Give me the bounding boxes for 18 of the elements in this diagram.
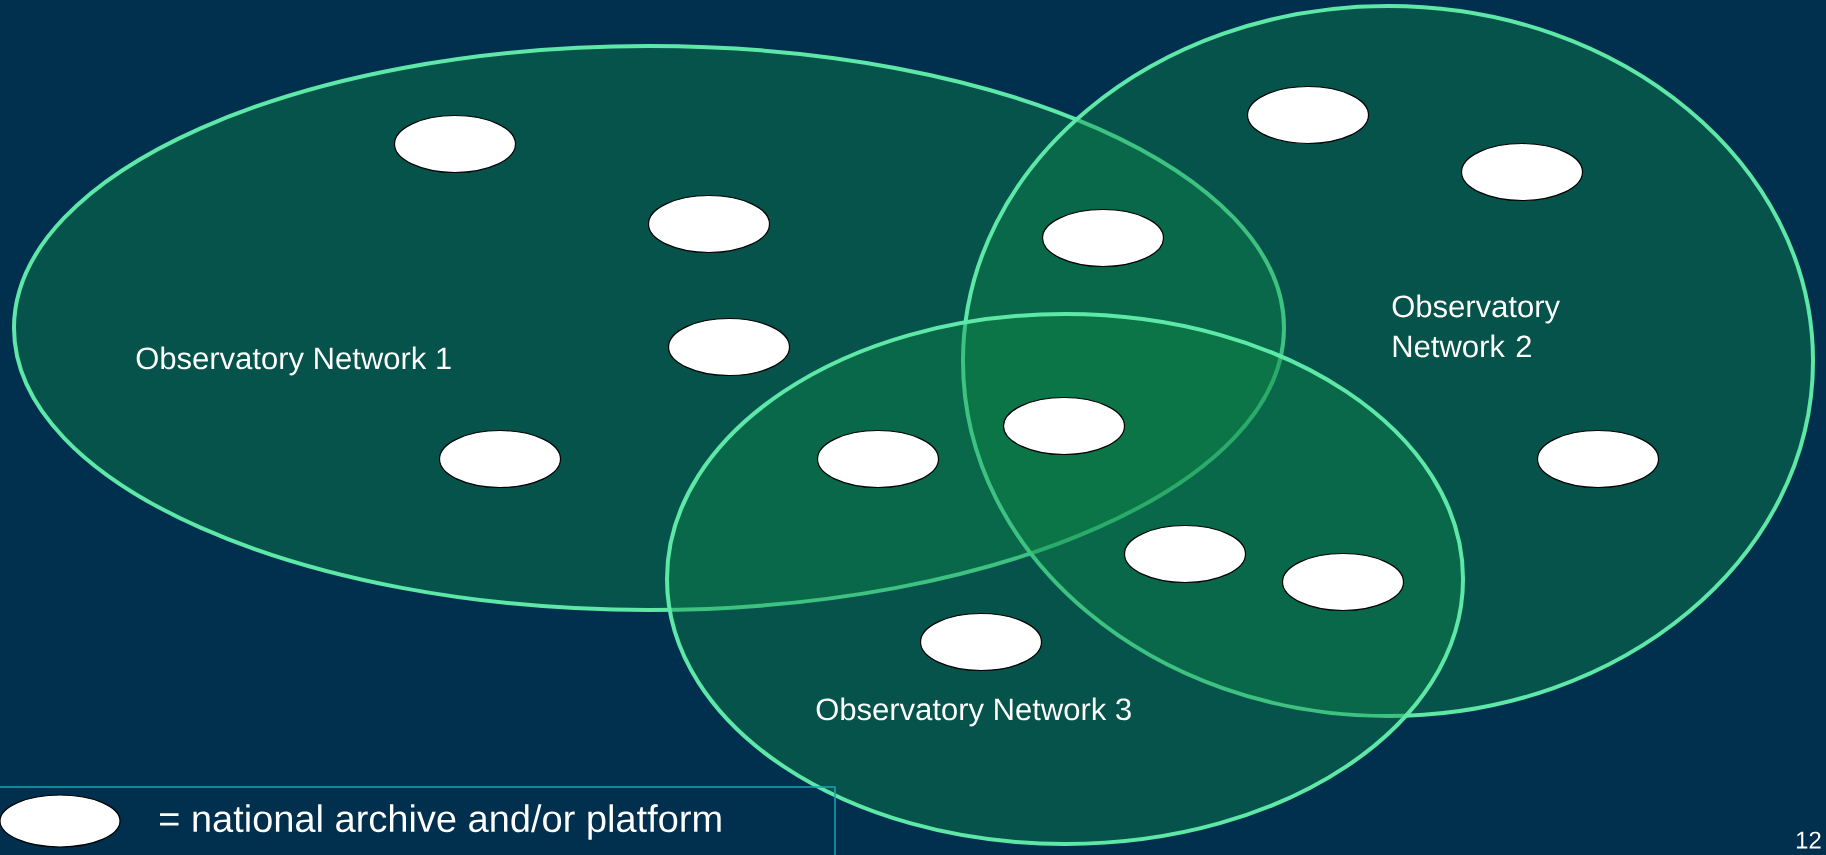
archive-ellipse [1536,429,1660,489]
archive-ellipse [438,429,562,489]
archive-ellipse [647,194,771,254]
archive-ellipse [919,612,1043,672]
network-label: Observatory Network 2 [1392,294,1560,358]
archive-ellipse [816,429,940,489]
archive-ellipse [1002,396,1126,456]
archive-ellipse [393,114,517,174]
network-label: Observatory Network 1 [136,346,451,376]
network-label: Observatory Network 3 [816,697,1131,727]
archive-ellipse [1123,524,1247,584]
page-number: 12 [1796,831,1821,849]
legend-text: = national archive and/or platform [160,804,721,840]
archive-ellipse [1246,85,1370,145]
archive-ellipse [1281,552,1405,612]
archive-ellipse [1041,208,1165,268]
archive-ellipse [667,317,791,377]
archive-ellipse [1460,142,1584,202]
